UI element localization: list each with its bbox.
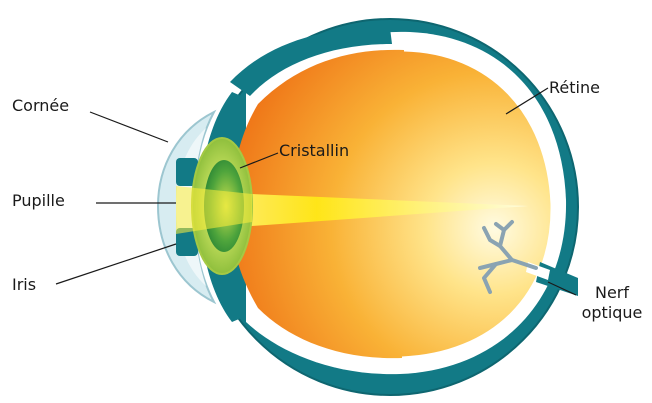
label-pupille: Pupille — [12, 191, 65, 211]
label-nerf-line1: Nerf — [572, 283, 652, 303]
label-cristallin: Cristallin — [279, 141, 349, 161]
leader-iris — [56, 244, 176, 284]
label-nerf-line2: optique — [572, 303, 652, 323]
label-iris: Iris — [12, 275, 36, 295]
label-cornee: Cornée — [12, 96, 69, 116]
label-retine: Rétine — [549, 78, 600, 98]
leader-cornee — [90, 112, 168, 142]
label-nerf-optique: Nerf optique — [572, 283, 652, 323]
